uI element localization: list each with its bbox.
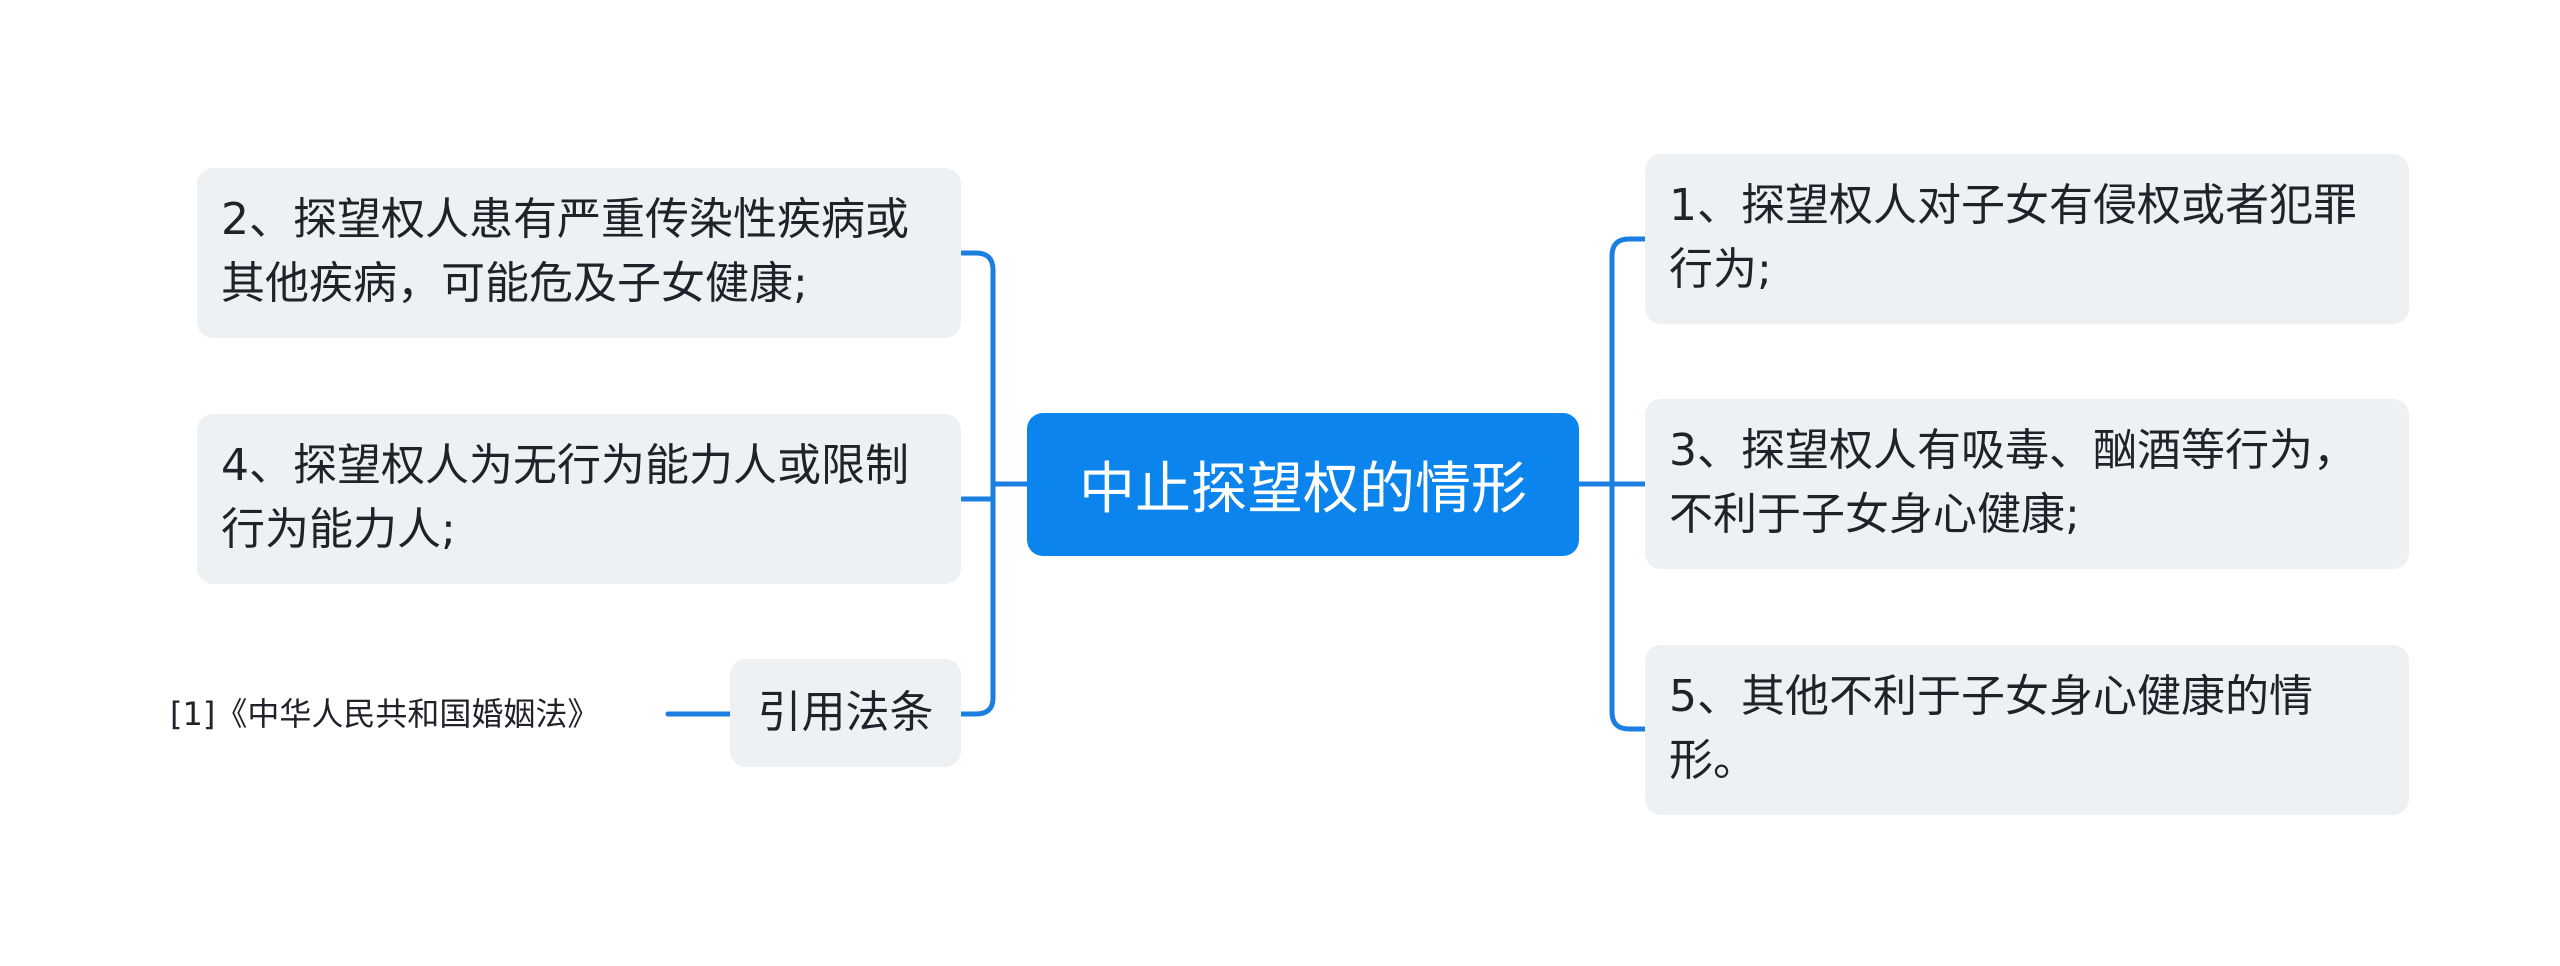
connector-right-3 bbox=[1609, 709, 1648, 732]
topic-node-reference-label: 引用法条 bbox=[757, 687, 934, 738]
topic-node-right-3[interactable]: 5、其他不利于子女身心健康的情形。 bbox=[1645, 645, 2409, 815]
root-topic-label: 中止探望权的情形 bbox=[1079, 457, 1527, 522]
connector-left-1 bbox=[958, 250, 996, 273]
root-topic[interactable]: 中止探望权的情形 bbox=[1027, 413, 1579, 556]
reference-citation[interactable]: [1]《中华人民共和国婚姻法》 bbox=[170, 695, 600, 733]
topic-node-left-1[interactable]: 2、探望权人患有严重传染性疾病或其他疾病，可能危及子女健康; bbox=[197, 168, 961, 338]
topic-node-left-2[interactable]: 4、探望权人为无行为能力人或限制行为能力人; bbox=[197, 414, 961, 584]
connector-left-3 bbox=[958, 695, 996, 717]
topic-node-reference[interactable]: 引用法条 bbox=[730, 659, 961, 767]
topic-node-right-1-label: 1、探望权人对子女有侵权或者犯罪行为; bbox=[1669, 180, 2357, 295]
connector-right-1 bbox=[1609, 236, 1648, 259]
topic-node-left-2-label: 4、探望权人为无行为能力人或限制行为能力人; bbox=[221, 440, 909, 555]
topic-node-right-1[interactable]: 1、探望权人对子女有侵权或者犯罪行为; bbox=[1645, 154, 2409, 324]
topic-node-right-2-label: 3、探望权人有吸毒、酗酒等行为，不利于子女身心健康; bbox=[1669, 425, 2357, 540]
topic-node-right-2[interactable]: 3、探望权人有吸毒、酗酒等行为，不利于子女身心健康; bbox=[1645, 399, 2409, 569]
topic-node-left-1-label: 2、探望权人患有严重传染性疾病或其他疾病，可能危及子女健康; bbox=[221, 194, 909, 309]
topic-node-right-3-label: 5、其他不利于子女身心健康的情形。 bbox=[1669, 671, 2313, 786]
